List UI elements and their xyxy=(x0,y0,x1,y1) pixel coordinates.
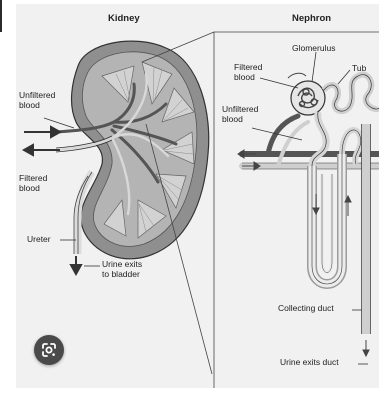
nephron-label-filtered-blood: Filtered blood xyxy=(234,63,262,82)
page-bottom-strip xyxy=(0,388,379,403)
visual-search-button[interactable] xyxy=(34,335,64,365)
nephron-label-urine-exits-duct: Urine exits duct xyxy=(280,358,339,368)
nephron-label-unfiltered-blood: Unfiltered blood xyxy=(222,105,258,124)
crop-edge-bar xyxy=(0,0,2,32)
kidney-label-unfiltered-blood: Unfiltered blood xyxy=(19,91,55,110)
kidney-illustration xyxy=(24,41,209,274)
kidney-label-ureter: Ureter xyxy=(27,235,51,245)
kidney-label-filtered-blood: Filtered blood xyxy=(19,174,47,193)
nephron-label-collecting-duct: Collecting duct xyxy=(278,304,334,314)
google-lens-icon xyxy=(41,342,57,358)
kidney-label-urine-exits: Urine exits to bladder xyxy=(102,260,142,279)
nephron-title: Nephron xyxy=(292,14,331,24)
nephron-label-tubule: Tub xyxy=(352,64,366,74)
nephron-illustration xyxy=(238,52,379,364)
kidney-title: Kidney xyxy=(108,14,140,24)
image-card[interactable]: Kidney Nephron Unfiltered blood Filtered… xyxy=(16,4,379,388)
nephron-label-glomerulus: Glomerulus xyxy=(292,44,335,54)
kidney-nephron-diagram xyxy=(16,4,379,388)
